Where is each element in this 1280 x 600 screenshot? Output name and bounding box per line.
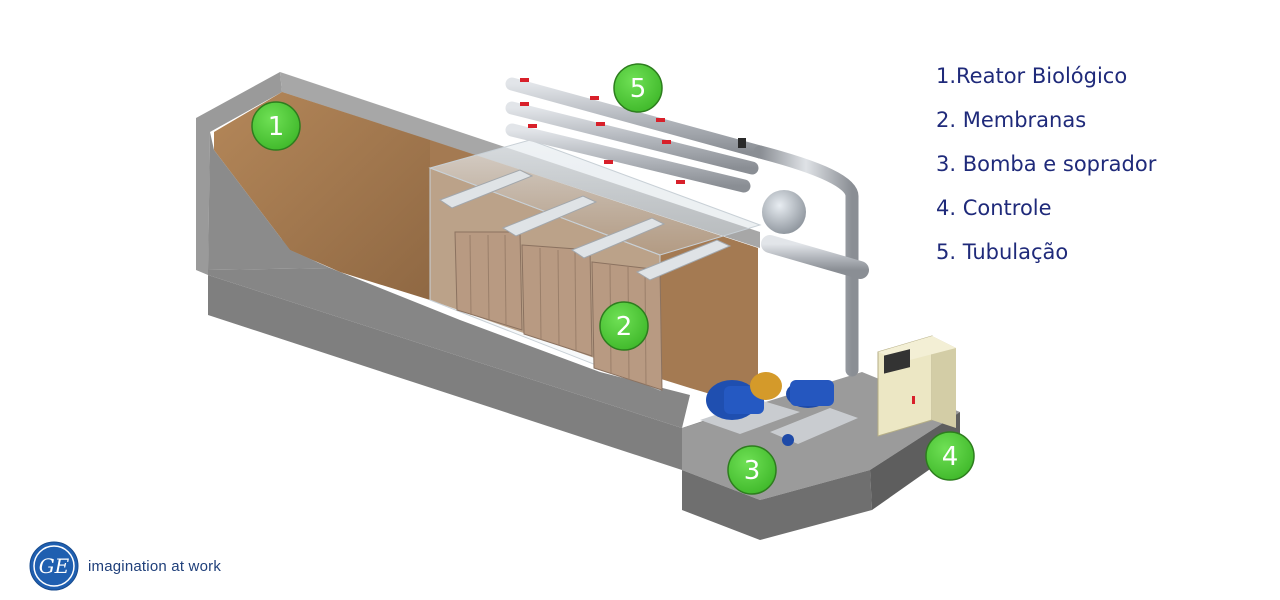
- badge-3: 3: [727, 445, 777, 495]
- pipe-header-mid: [505, 101, 759, 175]
- legend-item-pump-blower: 3. Bomba e soprador: [936, 152, 1157, 176]
- brand-tagline: imagination at work: [88, 557, 222, 575]
- svg-text:1: 1: [268, 112, 285, 142]
- pipe-riser-right: [753, 145, 859, 377]
- badge-2: 2: [599, 301, 649, 351]
- legend-item-piping: 5. Tubulação: [936, 240, 1069, 264]
- legend-item-membranes: 2. Membranas: [936, 108, 1087, 132]
- svg-text:5: 5: [630, 74, 647, 104]
- tank-bottom-slope: [208, 268, 690, 428]
- control-screen: [884, 349, 910, 374]
- pipe-outlet: [761, 235, 869, 279]
- ge-logo-icon: GE: [29, 541, 79, 591]
- svg-text:4: 4: [942, 442, 959, 472]
- air-vessel: [762, 190, 806, 234]
- tank-left-slope: [208, 132, 330, 270]
- pipe-flange: [738, 138, 746, 148]
- svg-text:GE: GE: [39, 554, 70, 578]
- pipe-header-low: [505, 123, 751, 193]
- svg-text:2: 2: [616, 312, 633, 342]
- legend-item-control: 4. Controle: [936, 196, 1052, 220]
- control-cabinet: [877, 335, 956, 437]
- valve-handles: [520, 78, 685, 184]
- membrane-modules: [428, 139, 762, 391]
- badge-1: 1: [251, 101, 301, 151]
- ge-branding: GE imagination at work: [28, 540, 221, 592]
- tank-left-wall: [196, 72, 282, 275]
- pipe-droppers: [524, 90, 676, 256]
- tank-front-wall: [208, 275, 682, 470]
- membrane-cassette-1: [454, 231, 523, 331]
- membrane-cassette-2: [521, 244, 593, 357]
- svg-text:3: 3: [744, 456, 761, 486]
- legend-item-reactor: 1.Reator Biológico: [936, 64, 1128, 88]
- piping: [505, 77, 869, 392]
- badge-4: 4: [925, 431, 975, 481]
- component-legend: 1.Reator Biológico 2. Membranas 3. Bomba…: [936, 54, 1156, 274]
- badge-5: 5: [613, 63, 663, 113]
- pipe-header-top: [505, 77, 767, 159]
- pump-and-blower: [700, 372, 858, 446]
